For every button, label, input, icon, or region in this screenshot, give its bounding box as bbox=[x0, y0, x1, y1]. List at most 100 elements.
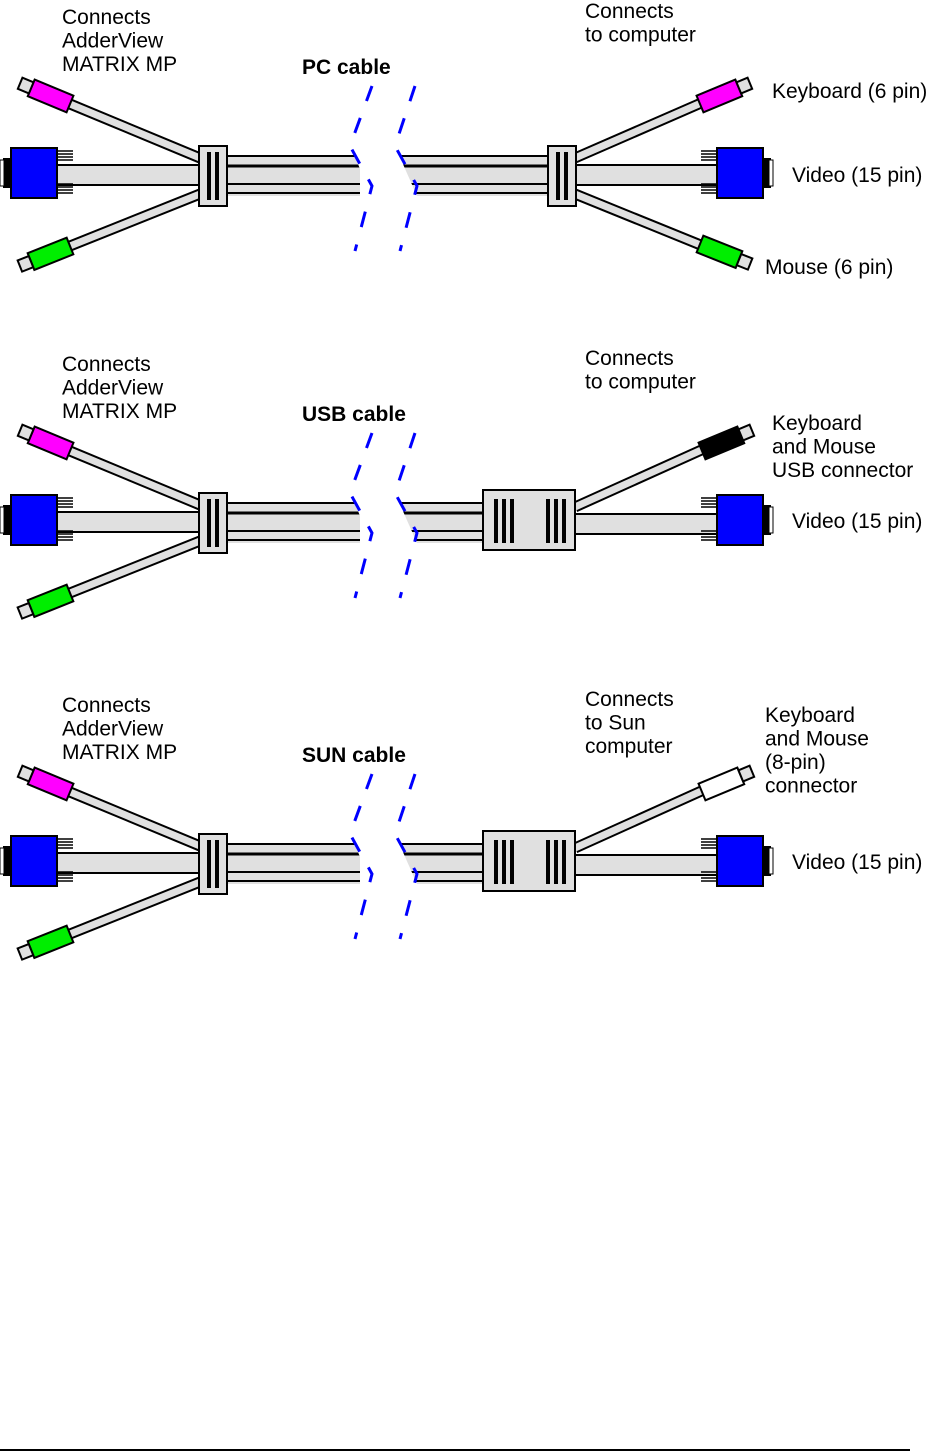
right-video-connector-shell-edge bbox=[768, 159, 774, 187]
left-clamp-bar bbox=[215, 840, 219, 888]
left-video-connector-shell-edge bbox=[0, 506, 5, 534]
sun-connector-label-line: Keyboard bbox=[765, 704, 855, 727]
right-video-connector-shell bbox=[763, 846, 771, 876]
left-video-connector-shell-edge bbox=[0, 847, 5, 875]
adapter-box bbox=[482, 830, 576, 892]
left-video-connector-body bbox=[10, 147, 58, 199]
trunk-cable bbox=[225, 503, 360, 543]
adapter-bar bbox=[510, 499, 514, 543]
left-keyboard-plug-body bbox=[26, 78, 75, 114]
right-video-connector bbox=[701, 494, 774, 546]
cable-title: USB cable bbox=[302, 403, 406, 426]
left-mouse-plug bbox=[16, 924, 75, 961]
left-video-connector-shell bbox=[3, 158, 11, 188]
adapter-bar bbox=[554, 499, 558, 543]
right-keyboard-plug bbox=[695, 76, 754, 114]
trunk-cable bbox=[400, 503, 485, 543]
right-video-connector bbox=[701, 835, 774, 887]
left-mouse-plug bbox=[16, 583, 75, 620]
right-top-label-line: Connects bbox=[585, 0, 674, 23]
trunk-cable bbox=[225, 844, 360, 884]
right-video-connector-shell bbox=[763, 505, 771, 535]
left-mouse-plug-body bbox=[26, 924, 75, 960]
left-label-line: MATRIX MP bbox=[62, 400, 177, 423]
trunk-cable bbox=[400, 844, 485, 884]
sun-8pin-plug-tip bbox=[737, 764, 756, 783]
left-keyboard-plug bbox=[16, 423, 75, 461]
mouse-connector-label: Mouse (6 pin) bbox=[765, 256, 893, 279]
sun-connector-label-line: and Mouse bbox=[765, 728, 869, 751]
sun-8pin-plug bbox=[697, 764, 756, 802]
left-mouse-cable-fill bbox=[68, 537, 202, 597]
right-usb-cable-fill bbox=[573, 443, 710, 511]
left-label-line: AdderView bbox=[62, 377, 164, 400]
left-mouse-cable-fill bbox=[68, 878, 202, 938]
left-keyboard-cable-fill bbox=[68, 788, 202, 850]
usb-plug-body bbox=[697, 425, 746, 461]
right-video-cable bbox=[573, 164, 719, 186]
left-keyboard-plug-tip bbox=[16, 764, 35, 783]
break-line bbox=[393, 432, 419, 599]
left-video-connector bbox=[0, 494, 73, 546]
left-label-line: Connects bbox=[62, 6, 151, 29]
trunk-cable bbox=[225, 156, 360, 196]
right-video-cable bbox=[573, 854, 719, 876]
left-label-line: MATRIX MP bbox=[62, 741, 177, 764]
left-video-connector-body bbox=[10, 835, 58, 887]
adapter-box bbox=[482, 489, 576, 551]
video-connector-label: Video (15 pin) bbox=[792, 851, 922, 874]
right-video-connector-body bbox=[716, 147, 764, 199]
left-keyboard-plug bbox=[16, 76, 75, 114]
left-video-connector-body bbox=[10, 494, 58, 546]
right-mouse-plug-body bbox=[695, 234, 744, 270]
right-sun-cable-fill bbox=[573, 784, 710, 852]
left-video-connector-shell bbox=[3, 846, 11, 876]
left-keyboard-cable-fill bbox=[68, 100, 202, 162]
usb-connector-label-line: and Mouse bbox=[772, 436, 876, 459]
right-mouse-plug bbox=[695, 234, 754, 271]
video-connector-label: Video (15 pin) bbox=[792, 164, 922, 187]
right-top-label-line: Connects bbox=[585, 347, 674, 370]
left-clamp-bar bbox=[207, 499, 211, 547]
adapter-bar bbox=[510, 840, 514, 884]
left-mouse-plug-tip bbox=[16, 601, 35, 620]
right-video-connector-shell-edge bbox=[768, 847, 774, 875]
left-clamp bbox=[198, 833, 228, 895]
right-top-label-line: to computer bbox=[585, 371, 696, 394]
right-mouse-cable-fill bbox=[573, 190, 710, 252]
left-keyboard-cable-fill bbox=[68, 447, 202, 509]
adapter-bar bbox=[562, 840, 566, 884]
sun-connector-label-line: (8-pin) bbox=[765, 751, 826, 774]
right-keyboard-plug-body bbox=[695, 78, 744, 114]
left-clamp-bar bbox=[215, 499, 219, 547]
left-video-connector bbox=[0, 147, 73, 199]
left-mouse-plug-body bbox=[26, 583, 75, 619]
keyboard-connector-label: Keyboard (6 pin) bbox=[772, 80, 927, 103]
keyboard-connector-label-line: Keyboard (6 pin) bbox=[772, 80, 927, 103]
break-line bbox=[348, 432, 374, 599]
usb-connector-label-line: Keyboard bbox=[772, 412, 862, 435]
right-top-label-line: computer bbox=[585, 735, 673, 758]
break-line bbox=[348, 85, 374, 252]
left-clamp-bar bbox=[207, 840, 211, 888]
left-keyboard-plug-tip bbox=[16, 423, 35, 442]
adapter-bar bbox=[562, 499, 566, 543]
right-clamp-bar bbox=[556, 152, 560, 200]
left-video-cable bbox=[56, 852, 203, 874]
adapter-bar bbox=[494, 840, 498, 884]
left-clamp bbox=[198, 145, 228, 207]
sun-connector-label-line: connector bbox=[765, 775, 857, 798]
video-connector-label-line: Video (15 pin) bbox=[792, 510, 922, 533]
left-label-line: AdderView bbox=[62, 30, 164, 53]
adapter-bar bbox=[502, 499, 506, 543]
sun-8pin-plug-body bbox=[697, 766, 746, 802]
usb-plug bbox=[697, 423, 756, 461]
mouse-connector-label-line: Mouse (6 pin) bbox=[765, 256, 893, 279]
left-label-line: MATRIX MP bbox=[62, 53, 177, 76]
